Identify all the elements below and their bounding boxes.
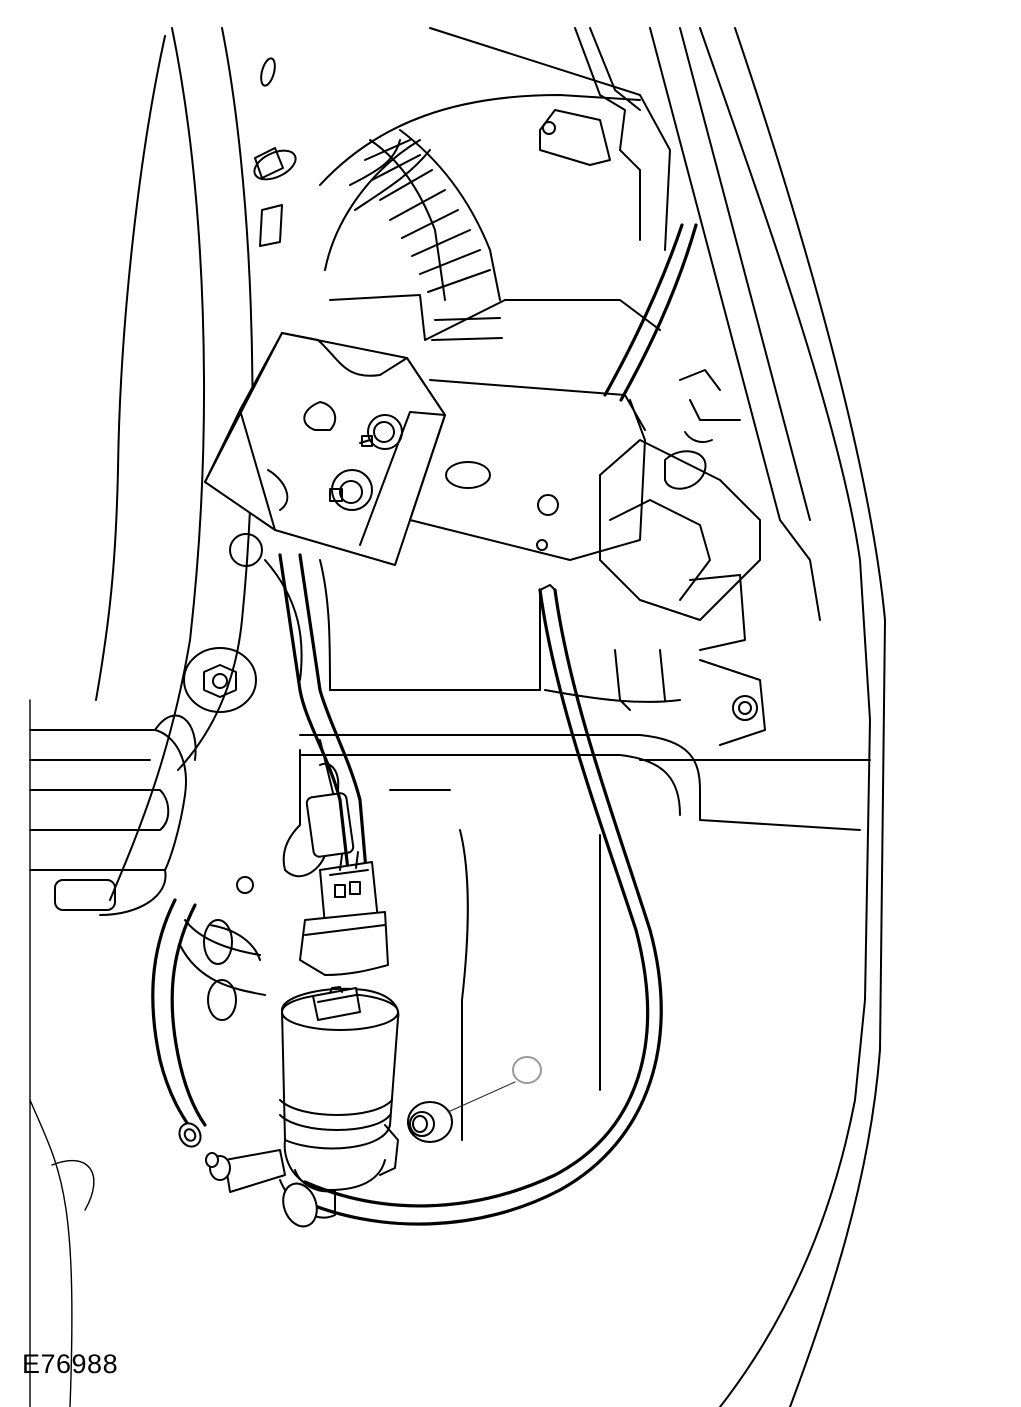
figure-id-label: E76988 <box>22 1349 119 1379</box>
wheel-arch <box>29 27 254 1407</box>
washer-reservoir <box>264 559 871 1141</box>
washer-hose-front <box>298 223 698 1226</box>
pump-pigtail-connector <box>282 739 355 878</box>
corrugated-hose <box>349 129 503 341</box>
pump-grommet <box>407 1056 542 1143</box>
washer-hose-rear <box>151 898 266 1148</box>
panel-slots <box>253 57 297 247</box>
drive-shaft-boot <box>29 714 197 916</box>
harness-lead <box>278 553 368 872</box>
electrical-connector <box>299 851 389 976</box>
mounting-bolt <box>183 533 263 894</box>
connector-bracket <box>204 332 646 566</box>
body-structure <box>319 27 886 1407</box>
washer-pump <box>205 986 400 1228</box>
body-clips <box>599 369 766 746</box>
